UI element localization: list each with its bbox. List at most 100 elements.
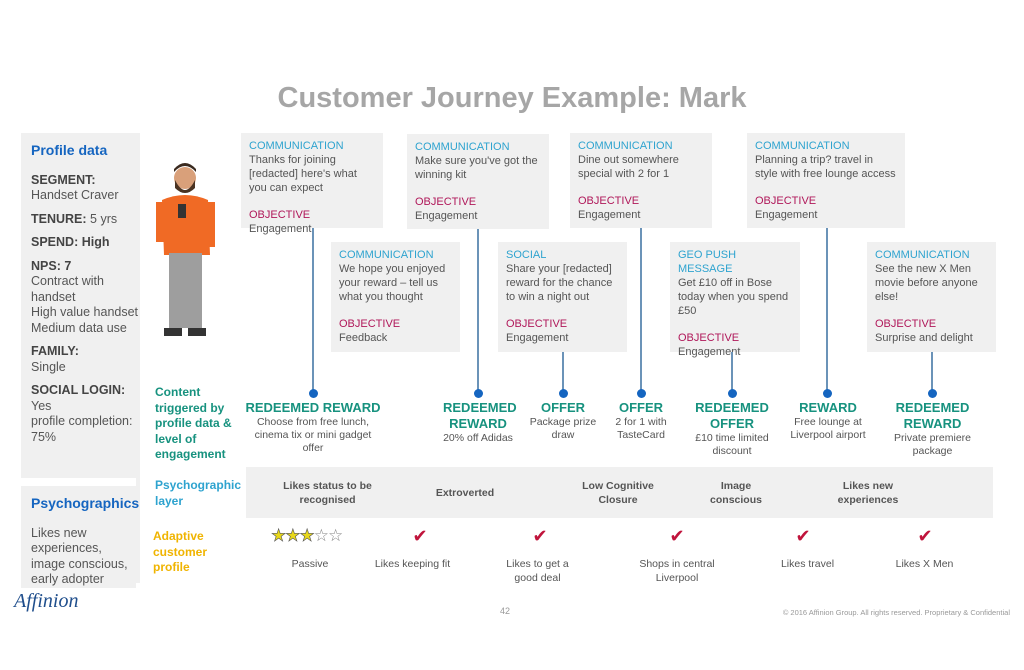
event-title: REDEEMED REWARD: [245, 400, 381, 415]
event: REDEEMED OFFER£10 time limited discount: [672, 400, 792, 458]
trait: Extroverted: [435, 487, 495, 499]
preference: Likes travel: [780, 558, 835, 570]
connector-line: [562, 352, 564, 391]
timeline-dot: [928, 389, 937, 398]
timeline-dot: [309, 389, 318, 398]
content-row-label: Content triggered by profile data & leve…: [155, 385, 232, 461]
connector-line: [826, 228, 828, 391]
card-type: COMMUNICATION: [339, 249, 434, 261]
trait: Image conscious: [710, 480, 762, 506]
card-text: Planning a trip? travel in style with fr…: [755, 154, 896, 180]
journey-card: COMMUNICATION See the new X Men movie bef…: [867, 242, 996, 352]
journey-card: COMMUNICATION We hope you enjoyed your re…: [331, 242, 460, 352]
connector-line: [931, 352, 933, 391]
page-title: Customer Journey Example: Mark: [277, 82, 747, 114]
profile-panel: Profile data SEGMENT:Handset Craver TENU…: [21, 133, 140, 588]
card-text: Dine out somewhere special with 2 for 1: [578, 154, 679, 180]
card-type: GEO PUSH MESSAGE: [678, 249, 737, 275]
objective-label: OBJECTIVE: [415, 196, 477, 208]
objective-value: Engagement: [249, 223, 312, 235]
objective-value: Engagement: [506, 332, 569, 344]
journey-card: COMMUNICATION Dine out somewhere special …: [570, 133, 712, 228]
event-title: REDEEMED REWARD: [443, 400, 517, 431]
objective-value: Surprise and delight: [875, 332, 973, 344]
adaptive-row-label: Adaptive customer profile: [153, 529, 208, 574]
preference: Shops in central Liverpool: [639, 558, 715, 584]
psychographics-text: Likes new experiences, image conscious, …: [31, 525, 128, 587]
event-desc: £10 time limited discount: [695, 432, 769, 457]
objective-label: OBJECTIVE: [506, 318, 568, 330]
preference: Likes X Men: [895, 558, 954, 570]
social-label: SOCIAL LOGIN:: [31, 383, 126, 397]
objective-label: OBJECTIVE: [578, 195, 640, 207]
objective-label: OBJECTIVE: [875, 318, 937, 330]
objective-value: Engagement: [678, 346, 741, 358]
objective-value: Feedback: [339, 332, 388, 344]
journey-card: COMMUNICATION Planning a trip? travel in …: [747, 133, 905, 228]
event-title: OFFER: [540, 400, 586, 415]
profile-heading: Profile data: [31, 142, 108, 158]
page-number: 42: [500, 606, 511, 616]
profile-completion: profile completion: 75%: [31, 414, 133, 444]
preference: Likes keeping fit: [374, 558, 451, 570]
trait: Low Cognitive Closure: [582, 480, 654, 506]
nps-detail: Contract with handset: [31, 274, 104, 304]
check-icon: ✔: [917, 526, 933, 546]
check-icon: ✔: [669, 526, 685, 546]
card-text: We hope you enjoyed your reward – tell u…: [339, 263, 446, 303]
event-desc: 2 for 1 with TasteCard: [615, 416, 667, 441]
timeline-dot: [823, 389, 832, 398]
card-type: COMMUNICATION: [875, 249, 970, 261]
preference: Passive: [291, 558, 329, 570]
card-text: Share your [redacted] reward for the cha…: [506, 263, 613, 303]
card-type: SOCIAL: [506, 249, 547, 261]
social-value: Yes: [31, 398, 52, 413]
event-desc: Free lounge at Liverpool airport: [790, 416, 866, 441]
timeline-dot: [559, 389, 568, 398]
objective-value: Engagement: [415, 210, 478, 222]
card-type: COMMUNICATION: [755, 140, 850, 152]
psychographic-row-label: Psychographic layer: [155, 478, 242, 508]
affinion-logo: Affinion: [14, 590, 79, 612]
spend-value: High: [81, 235, 110, 249]
connector-line: [477, 229, 479, 391]
check-icon: ✔: [795, 526, 811, 546]
star-filled-icon: ★: [299, 526, 315, 546]
nps-value: 7: [64, 258, 72, 273]
star-empty-icon: ☆: [328, 526, 343, 545]
segment-label: SEGMENT:: [31, 172, 96, 187]
timeline-dot: [474, 389, 483, 398]
nps-detail: High value handset: [31, 305, 139, 319]
objective-label: OBJECTIVE: [755, 195, 817, 207]
preference: Likes to get a good deal: [506, 558, 569, 584]
event-desc: Private premiere package: [893, 432, 972, 457]
family-value: Single: [31, 359, 66, 374]
check-icon: ✔: [412, 526, 428, 546]
connector-line: [731, 352, 733, 391]
copyright: © 2016 Affinion Group. All rights reserv…: [782, 608, 1010, 617]
card-text: Thanks for joining [redacted] here's wha…: [249, 154, 357, 194]
card-type: COMMUNICATION: [578, 140, 673, 152]
event-title: REWARD: [799, 400, 857, 415]
psychographic-band: [246, 467, 993, 518]
card-text: See the new X Men movie before anyone el…: [875, 263, 978, 303]
segment-value: Handset Craver: [31, 188, 119, 202]
rating-stars: ★★★☆☆: [271, 526, 344, 546]
spend-label: SPEND:: [31, 235, 79, 249]
objective-value: Engagement: [578, 209, 641, 221]
trait: Likes status to be recognised: [283, 480, 372, 506]
event-desc: Choose from free lunch, cinema tix or mi…: [254, 416, 372, 454]
trait: Likes new experiences: [837, 480, 899, 506]
objective-label: OBJECTIVE: [678, 332, 740, 344]
card-type: COMMUNICATION: [249, 140, 344, 152]
objective-label: OBJECTIVE: [339, 318, 401, 330]
star-filled-icon: ★: [271, 526, 287, 546]
